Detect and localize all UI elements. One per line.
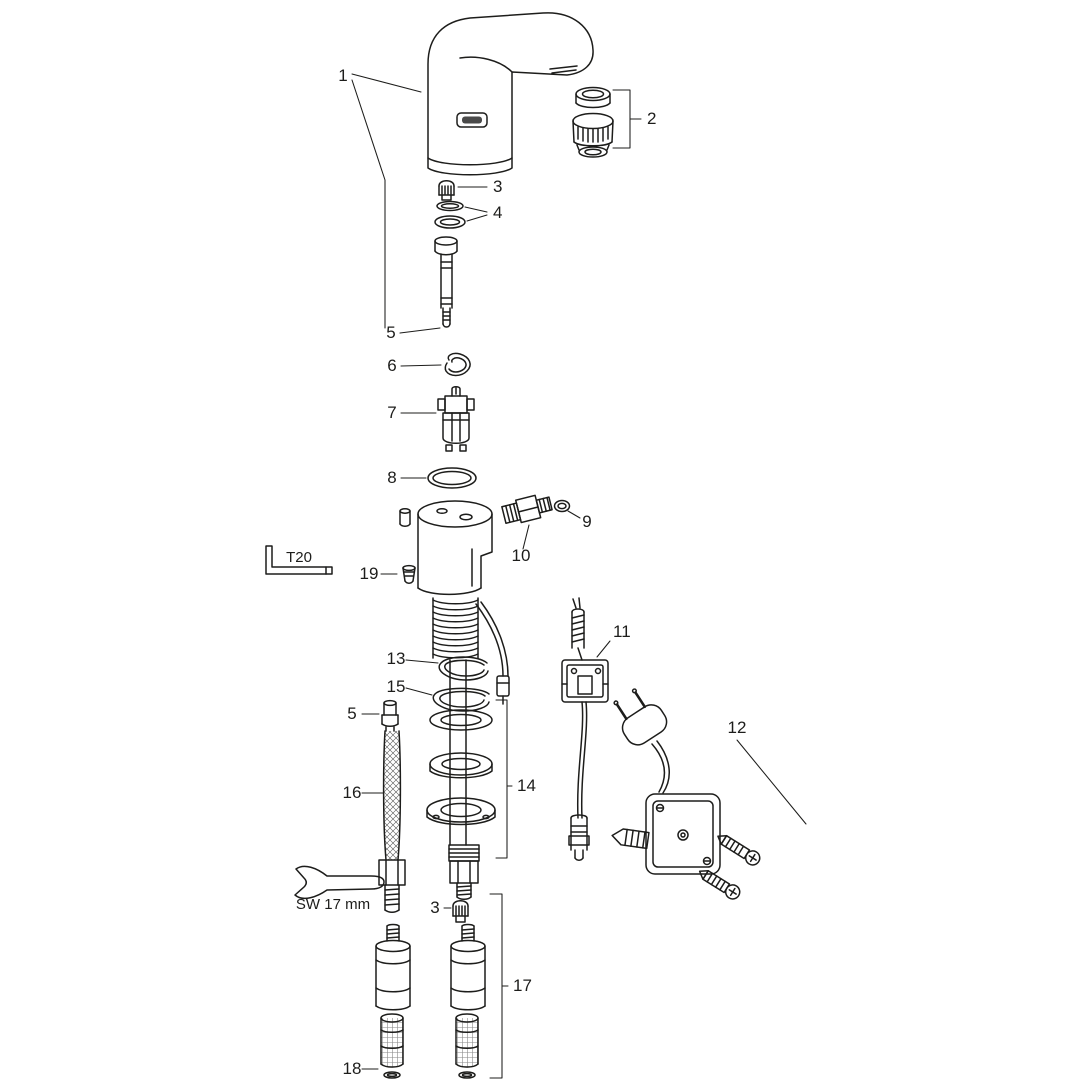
aerator-assembly: [572, 86, 614, 158]
part-label-7: 7: [387, 403, 396, 422]
part-label-10: 10: [512, 546, 531, 565]
mounting-screw-2: [698, 870, 741, 900]
cartridge: [437, 386, 475, 452]
leader-line-1: [351, 73, 422, 329]
part-label-17: 17: [513, 976, 532, 995]
leader-line-9: [567, 510, 581, 519]
part-label-5: 5: [386, 323, 395, 342]
filter-insert-right: [455, 1013, 479, 1079]
spring-ring: [438, 656, 489, 681]
mounting-flange: [426, 797, 496, 826]
part-label-18: 18: [343, 1059, 362, 1078]
part-label-12: 12: [728, 718, 747, 737]
leader-line-11: [596, 640, 611, 658]
mounting-washer: [429, 709, 493, 731]
torx-size-label: T20: [286, 549, 312, 566]
o-ring-set: [434, 200, 466, 229]
part-label-3: 3: [493, 177, 502, 196]
flow-straightener: [438, 180, 455, 201]
leader-line-5: [399, 327, 441, 334]
leader-line-15: [405, 687, 433, 696]
o-ring-large: [427, 467, 477, 489]
retaining-clip: [444, 352, 471, 377]
leader-line-13: [405, 659, 439, 664]
part-label-2: 2: [647, 109, 656, 128]
part-label-8: 8: [387, 468, 396, 487]
part-label-14: 14: [517, 776, 536, 795]
check-valve: [501, 494, 553, 525]
seal-ring: [432, 687, 490, 712]
part-label-6: 6: [387, 356, 396, 375]
flow-straightener-2: [452, 900, 469, 923]
sensor-window: [456, 112, 488, 128]
check-valve-right: [450, 923, 486, 1011]
part-label-3b: 3: [430, 898, 439, 917]
threaded-rod: [448, 659, 480, 900]
part-label-5b: 5: [347, 704, 356, 723]
threaded-shank: [432, 597, 479, 659]
leader-line-14: [495, 699, 513, 859]
wrench-icon: [294, 865, 385, 900]
part-label-11: 11: [613, 622, 631, 641]
power-plug: [613, 688, 670, 794]
mounting-screw-1: [717, 834, 761, 866]
leader-line-4: [464, 206, 488, 222]
torx-key-icon: [265, 545, 333, 575]
wall-anchor: [611, 828, 650, 850]
supply-hose: [378, 730, 406, 913]
faucet-base: [417, 500, 493, 596]
leader-line-12: [736, 739, 807, 825]
sensor-cable: [475, 601, 510, 705]
grub-screw: [402, 564, 416, 584]
part-label-9: 9: [582, 512, 591, 531]
leader-line-10: [522, 524, 530, 550]
power-supply-box: [645, 793, 721, 875]
valve-nut: [553, 499, 571, 513]
mounting-pin: [399, 508, 411, 527]
check-valve-left: [375, 923, 411, 1011]
part-label-15: 15: [387, 677, 406, 696]
part-label-13: 13: [387, 649, 406, 668]
part-label-16: 16: [343, 783, 362, 802]
leader-line-2: [612, 89, 642, 149]
control-cable: [561, 597, 609, 861]
extension-pipe: [434, 236, 458, 328]
hose-pin: [381, 699, 399, 732]
part-label-1: 1: [338, 66, 347, 85]
filter-insert-left: [380, 1013, 404, 1079]
leader-line-6: [400, 364, 442, 367]
part-label-4: 4: [493, 203, 502, 222]
leader-line-17: [489, 893, 509, 1079]
faucet-body: [427, 12, 594, 176]
wrench-size-label: SW 17 mm: [296, 896, 370, 913]
part-label-19: 19: [360, 564, 379, 583]
rubber-seal: [429, 752, 493, 779]
